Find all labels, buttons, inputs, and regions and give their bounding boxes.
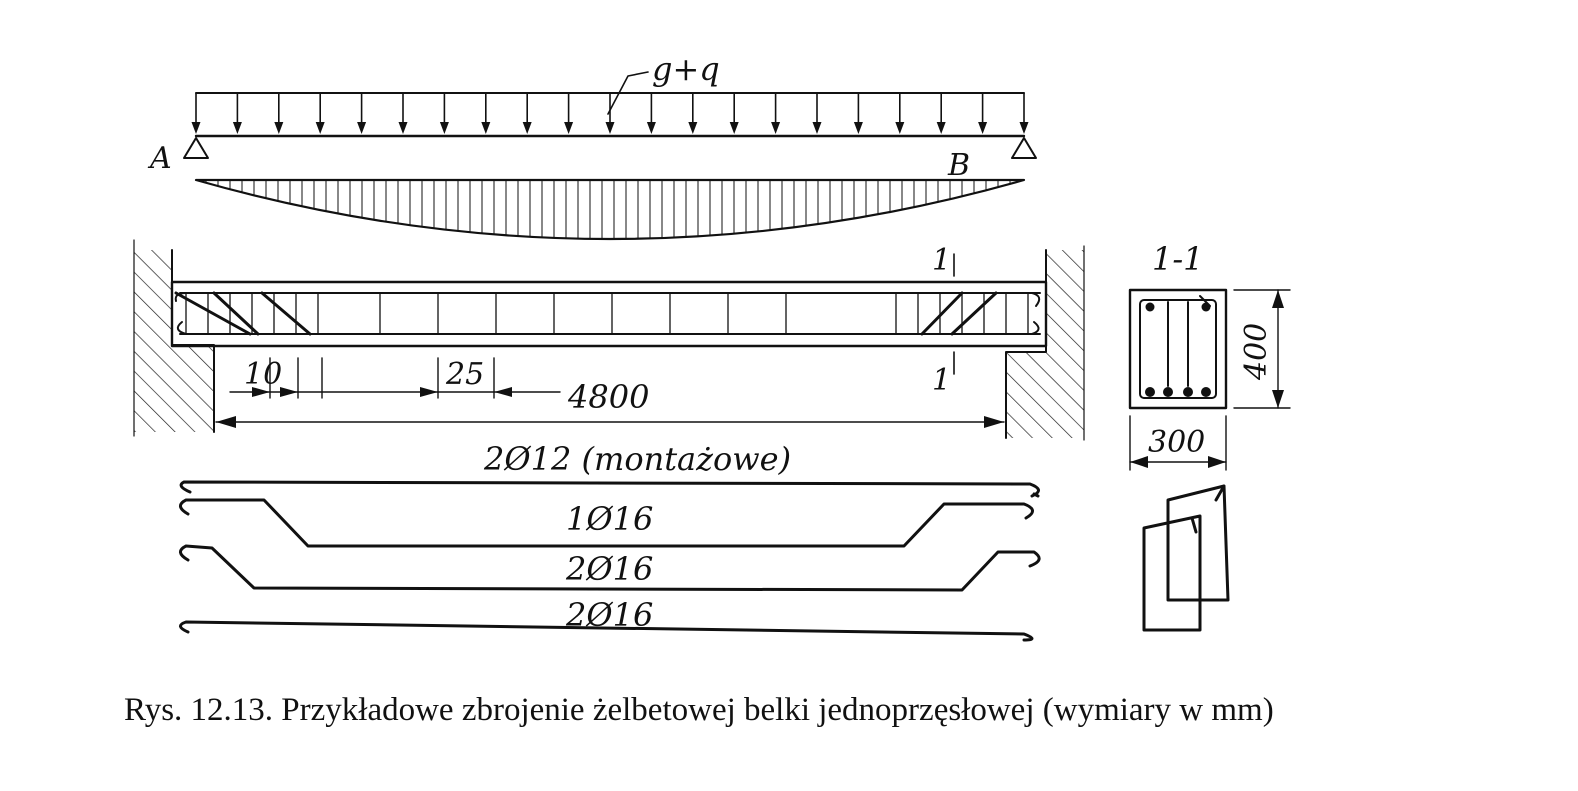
- section-bar-bottom-2: [1163, 387, 1173, 397]
- bar-straight-shape: [179, 620, 1034, 642]
- span-dimension-label: 4800: [567, 378, 649, 416]
- moment-diagram-outline: [194, 178, 1026, 241]
- load-arrow-head: [232, 122, 242, 134]
- bent-bar-left-1: [174, 291, 252, 336]
- load-arrow-head: [895, 122, 905, 134]
- width-dimension-label: 300: [1148, 425, 1205, 460]
- load-arrow-head: [978, 122, 988, 134]
- load-arrow-head: [646, 122, 656, 134]
- load-label-leader: [607, 71, 649, 115]
- bar-bent-1-label: 1Ø16: [566, 500, 653, 538]
- figure-caption: Rys. 12.13. Przykładowe zbrojenie żelbet…: [124, 692, 1274, 728]
- section-bent-bars: [1167, 295, 1211, 387]
- load-arrow-head: [853, 122, 863, 134]
- beam-elevation: 1 1 10 25 4800: [133, 239, 1085, 441]
- section-title: 1-1: [1152, 240, 1204, 278]
- stirrup-spacing-dimension: [229, 357, 561, 399]
- load-arrow-head: [315, 122, 325, 134]
- height-dimension-label: 400: [1239, 323, 1274, 381]
- moment-diagram: [194, 178, 1026, 241]
- bent-bar-left-3: [260, 291, 312, 336]
- support-b-label: B: [947, 148, 970, 183]
- load-arrow-head: [357, 122, 367, 134]
- bar-schedule: 2Ø12 (montażowe) 1Ø16 2Ø16 2Ø16: [179, 440, 1230, 642]
- load-arrow-head: [688, 122, 698, 134]
- section-mark-bottom: 1: [932, 363, 951, 398]
- load-arrow-head: [729, 122, 739, 134]
- load-arrow-head: [1019, 122, 1029, 134]
- load-scheme: g+q A B: [147, 50, 1037, 183]
- section-mark-top: 1: [932, 243, 951, 278]
- support-a-label: A: [147, 141, 172, 176]
- support-b-icon: [1011, 137, 1037, 159]
- cross-section: 1-1 400 300: [1128, 240, 1291, 471]
- span-dimension: [215, 416, 1005, 428]
- load-arrow-head: [564, 122, 574, 134]
- section-outline: [1128, 288, 1228, 410]
- stirrup-detail-back: [1166, 484, 1230, 602]
- support-a-icon: [183, 137, 209, 159]
- stirrups: [185, 293, 1029, 334]
- load-label: g+q: [652, 50, 720, 88]
- right-end-hooks: [1031, 292, 1041, 335]
- bar-bent-2-label: 2Ø16: [565, 550, 653, 588]
- right-wall-hatch: [1006, 250, 1084, 438]
- bent-bar-left-2: [212, 291, 260, 336]
- beam-outline: [170, 280, 1048, 348]
- height-dimension: [1233, 289, 1291, 409]
- load-arrows: [191, 93, 1029, 134]
- bent-bar-right-2: [950, 291, 998, 336]
- section-bar-bottom-1: [1145, 387, 1155, 397]
- load-arrow-head: [812, 122, 822, 134]
- bar-top-label: 2Ø12 (montażowe): [483, 440, 791, 478]
- load-arrow-head: [936, 122, 946, 134]
- load-arrow-head: [439, 122, 449, 134]
- load-arrow-head: [481, 122, 491, 134]
- load-arrow-head: [398, 122, 408, 134]
- left-wall-hatch: [134, 250, 214, 432]
- bar-top-shape: [179, 480, 1040, 498]
- left-end-hooks: [174, 292, 187, 335]
- bar-bent-1-shape: [179, 498, 1034, 548]
- bar-bent-2-shape: [179, 544, 1041, 592]
- stirrup-spacing-mid-label: 25: [445, 357, 484, 392]
- load-arrow-head: [191, 122, 201, 134]
- load-arrow-head: [605, 122, 615, 134]
- section-bar-top-left: [1145, 302, 1155, 312]
- section-bar-bottom-3: [1183, 387, 1193, 397]
- stirrup-spacing-end-label: 10: [244, 357, 282, 392]
- width-dimension: [1129, 415, 1227, 471]
- bent-bar-right-1: [920, 291, 964, 336]
- load-arrow-head: [522, 122, 532, 134]
- moment-diagram-hatching: [205, 180, 1011, 239]
- load-arrow-head: [771, 122, 781, 134]
- section-bar-bottom-4: [1201, 387, 1211, 397]
- load-arrow-head: [274, 122, 284, 134]
- stirrup-detail-front: [1142, 514, 1202, 632]
- section-stirrup: [1139, 299, 1217, 399]
